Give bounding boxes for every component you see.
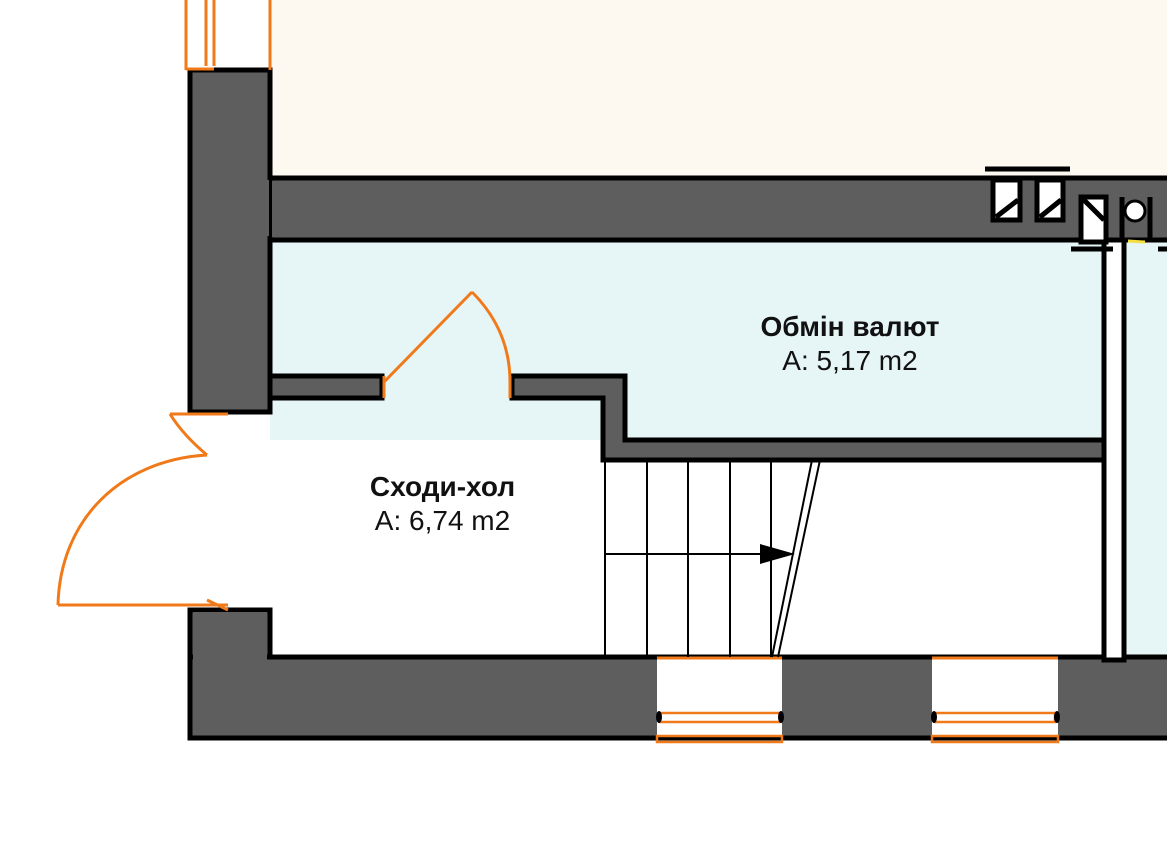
room-area: A: 5,17 m2 — [782, 345, 918, 376]
window-1 — [655, 656, 784, 744]
room-label-exchange: Обмін валют A: 5,17 m2 — [700, 310, 1000, 378]
window-2 — [930, 656, 1060, 744]
room-right-fill — [1125, 240, 1167, 658]
wall-partition — [1101, 237, 1127, 663]
room-top-fill — [270, 0, 1167, 180]
wall-left-upper — [187, 67, 273, 415]
room-area: A: 6,74 m2 — [374, 505, 511, 536]
wall-stub-left — [267, 373, 385, 401]
stairs — [604, 459, 821, 658]
entrance-door — [56, 412, 229, 612]
window-top-left — [184, 0, 272, 71]
stair-direction-arrow-icon — [760, 544, 795, 564]
room-exchange-fill — [270, 240, 1105, 440]
inner-door — [382, 290, 512, 398]
ventilation-shafts — [985, 166, 1167, 252]
wall-top — [267, 175, 1167, 243]
room-name: Обмін валют — [760, 311, 940, 342]
room-label-stair-hall: Сходи-хол A: 6,74 m2 — [300, 470, 585, 538]
room-name: Сходи-хол — [369, 471, 516, 502]
